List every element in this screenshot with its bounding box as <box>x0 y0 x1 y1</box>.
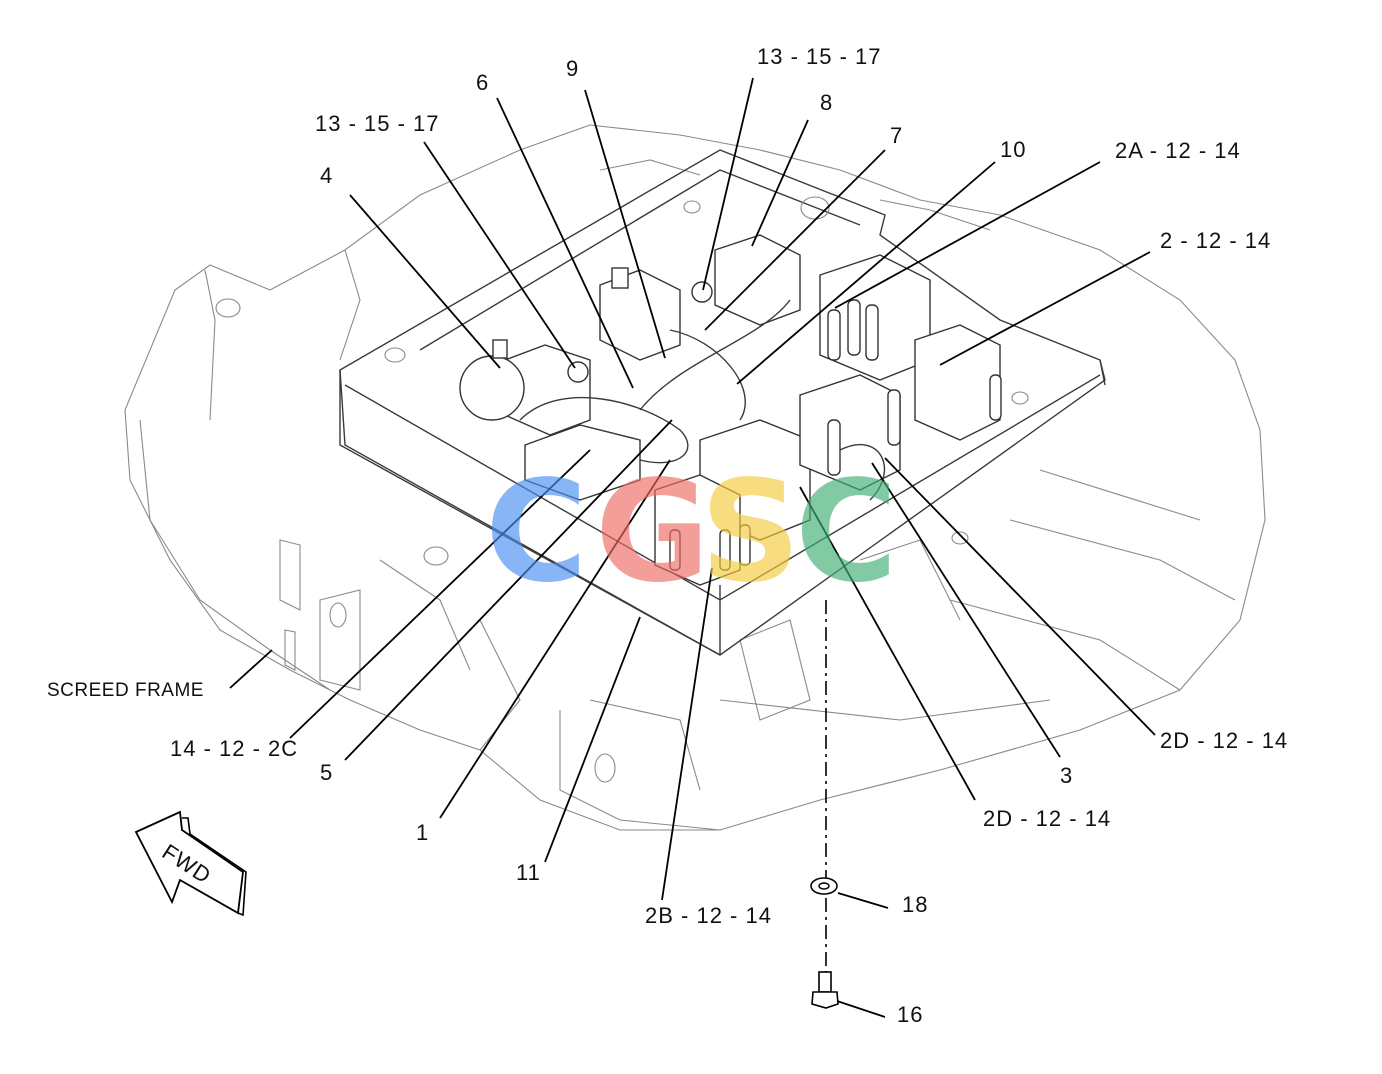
label-2-12-14: 2 - 12 - 14 <box>1160 228 1271 253</box>
leader-18 <box>837 892 889 909</box>
label-2d-12-14-right: 2D - 12 - 14 <box>1160 728 1288 753</box>
label-18: 18 <box>902 892 928 917</box>
leader-8 <box>751 119 809 247</box>
label-1: 1 <box>416 820 429 845</box>
label-9: 9 <box>566 56 579 81</box>
leader-11 <box>544 616 641 863</box>
label-screed-frame: SCREED FRAME <box>47 680 204 701</box>
junction-box <box>339 149 1106 656</box>
watermark-letter-3: S <box>700 451 801 614</box>
label-5: 5 <box>320 760 333 785</box>
label-6: 6 <box>476 70 489 95</box>
watermark-letter-4: C <box>795 451 898 614</box>
watermark-letter-2: G <box>595 451 710 614</box>
bolt-16 <box>811 971 839 1009</box>
leader-2a <box>834 161 1101 309</box>
leader-14-12-2c <box>289 449 591 739</box>
label-8: 8 <box>820 90 833 115</box>
internal-components <box>459 234 1002 586</box>
label-16: 16 <box>897 1002 923 1027</box>
watermark: C G S C <box>485 451 898 614</box>
leader-6 <box>496 97 634 389</box>
leader-2b <box>661 567 713 901</box>
label-3: 3 <box>1060 763 1073 788</box>
leader-7 <box>704 149 886 331</box>
label-2a-12-14: 2A - 12 - 14 <box>1115 138 1241 163</box>
leader-2d-bottom <box>799 486 976 801</box>
label-4: 4 <box>320 163 333 188</box>
label-13-15-17-left: 13 - 15 - 17 <box>315 111 440 136</box>
leader-lines <box>229 77 1156 1018</box>
leader-10 <box>736 161 996 385</box>
callout-labels: 13 - 15 - 17 9 6 8 13 - 15 - 17 7 10 2A … <box>47 44 1288 1027</box>
label-2d-12-14-bottom: 2D - 12 - 14 <box>983 806 1111 831</box>
label-2b-12-14: 2B - 12 - 14 <box>645 903 772 928</box>
leader-4 <box>349 194 501 369</box>
leader-2d-right <box>884 457 1156 736</box>
washer-18 <box>810 877 838 895</box>
leader-13-15-17-left <box>423 141 576 369</box>
label-14-12-2c: 14 - 12 - 2C <box>170 736 298 761</box>
leader-16 <box>833 999 886 1018</box>
leader-3 <box>871 462 1061 758</box>
label-7: 7 <box>890 123 903 148</box>
leader-screed-frame <box>229 649 273 689</box>
label-11: 11 <box>516 860 541 885</box>
label-13-15-17-top: 13 - 15 - 17 <box>757 44 882 69</box>
leader-9 <box>584 89 666 359</box>
watermark-letter-1: C <box>485 451 588 614</box>
leader-1 <box>439 459 671 819</box>
label-10: 10 <box>1000 137 1026 162</box>
leader-5 <box>344 419 673 761</box>
leader-2 <box>939 251 1151 366</box>
fasteners <box>810 600 839 1009</box>
fwd-direction-arrow: FWD <box>134 810 247 917</box>
screed-frame-outline <box>124 124 1266 831</box>
leader-13-15-17-top <box>702 77 754 291</box>
